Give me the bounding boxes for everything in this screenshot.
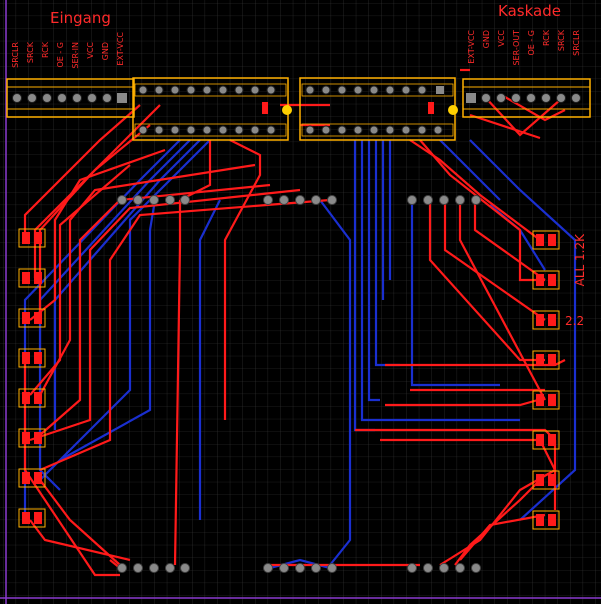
input-pin-label: VCC	[86, 42, 95, 59]
led-pads	[18, 228, 560, 530]
cascade-pin-label: SER-OUT	[512, 30, 521, 66]
bottom-copper-layer	[23, 139, 577, 570]
input-pin-label: SER-IN	[71, 42, 80, 69]
input-pin-label: SRCLR	[11, 42, 20, 68]
input-pin-label: EXT-VCC	[116, 32, 125, 66]
vias	[117, 195, 481, 573]
input-pin-label: OE - G	[56, 42, 65, 68]
cascade-pin-label: SRCK	[557, 30, 566, 52]
cascade-pin-label: SRCLR	[572, 30, 581, 56]
input-header-title: Eingang	[50, 9, 111, 27]
input-header-footprint	[6, 78, 135, 118]
cascade-header-title: Kaskade	[498, 2, 561, 20]
cascade-pin-label: EXT-VCC	[467, 30, 476, 64]
resistor-value-label: ALL 1.2K	[573, 234, 587, 287]
version-label: 2.2	[565, 314, 585, 328]
ic-footprints	[132, 77, 458, 141]
input-pin-label: GND	[101, 42, 110, 61]
input-pin-label: RCK	[41, 42, 50, 58]
cascade-header-footprint	[462, 78, 591, 118]
input-pin-label: SRCK	[26, 42, 35, 64]
cascade-pin-label: RCK	[542, 30, 551, 46]
cascade-pin-label: VCC	[497, 30, 506, 47]
cascade-pin-label: GND	[482, 30, 491, 49]
cascade-pin-label: OE - G	[527, 30, 536, 56]
